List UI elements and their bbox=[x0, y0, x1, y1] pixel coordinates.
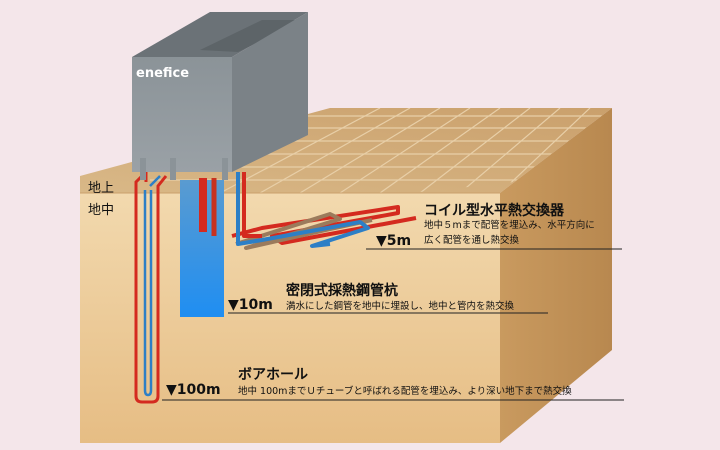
coil-pipe-front bbox=[236, 172, 370, 248]
pile-title: 密閉式採熱鋼管杭 bbox=[286, 283, 398, 299]
above-ground-label: 地上 bbox=[88, 181, 115, 196]
soil-side-face bbox=[500, 108, 612, 443]
unit-top-groove bbox=[200, 20, 305, 52]
borehole-u-tube-outer bbox=[134, 168, 168, 404]
unit-front-face bbox=[132, 57, 232, 172]
pile-depth-label: ▼10m bbox=[228, 297, 273, 313]
below-ground-label: 地中 bbox=[88, 203, 115, 218]
borehole-u-tube-inner bbox=[143, 175, 161, 397]
unit-side-face bbox=[232, 12, 308, 172]
borehole-title: ボアホール bbox=[238, 367, 308, 383]
coil-desc-line2: 広く配管を通し熱交換 bbox=[424, 235, 520, 246]
borehole-desc: 地中 100mまでＵチューブと呼ばれる配管を埋込み、より深い地下まで熱交換 bbox=[238, 386, 572, 397]
coil-pipe-feed bbox=[242, 172, 262, 238]
unit-brand-label: enefice bbox=[136, 66, 190, 81]
coil-title: コイル型水平熱交換器 bbox=[424, 203, 564, 219]
pile-desc: 満水にした鋼管を地中に埋設し、地中と管内を熱交換 bbox=[286, 301, 515, 312]
coil-pipe-back bbox=[231, 205, 417, 245]
coil-depth-label: ▼5m bbox=[376, 233, 412, 249]
borehole-depth-label: ▼100m bbox=[166, 382, 221, 398]
coil-desc-line1: 地中５mまで配管を埋込み、水平方向に bbox=[424, 220, 595, 231]
